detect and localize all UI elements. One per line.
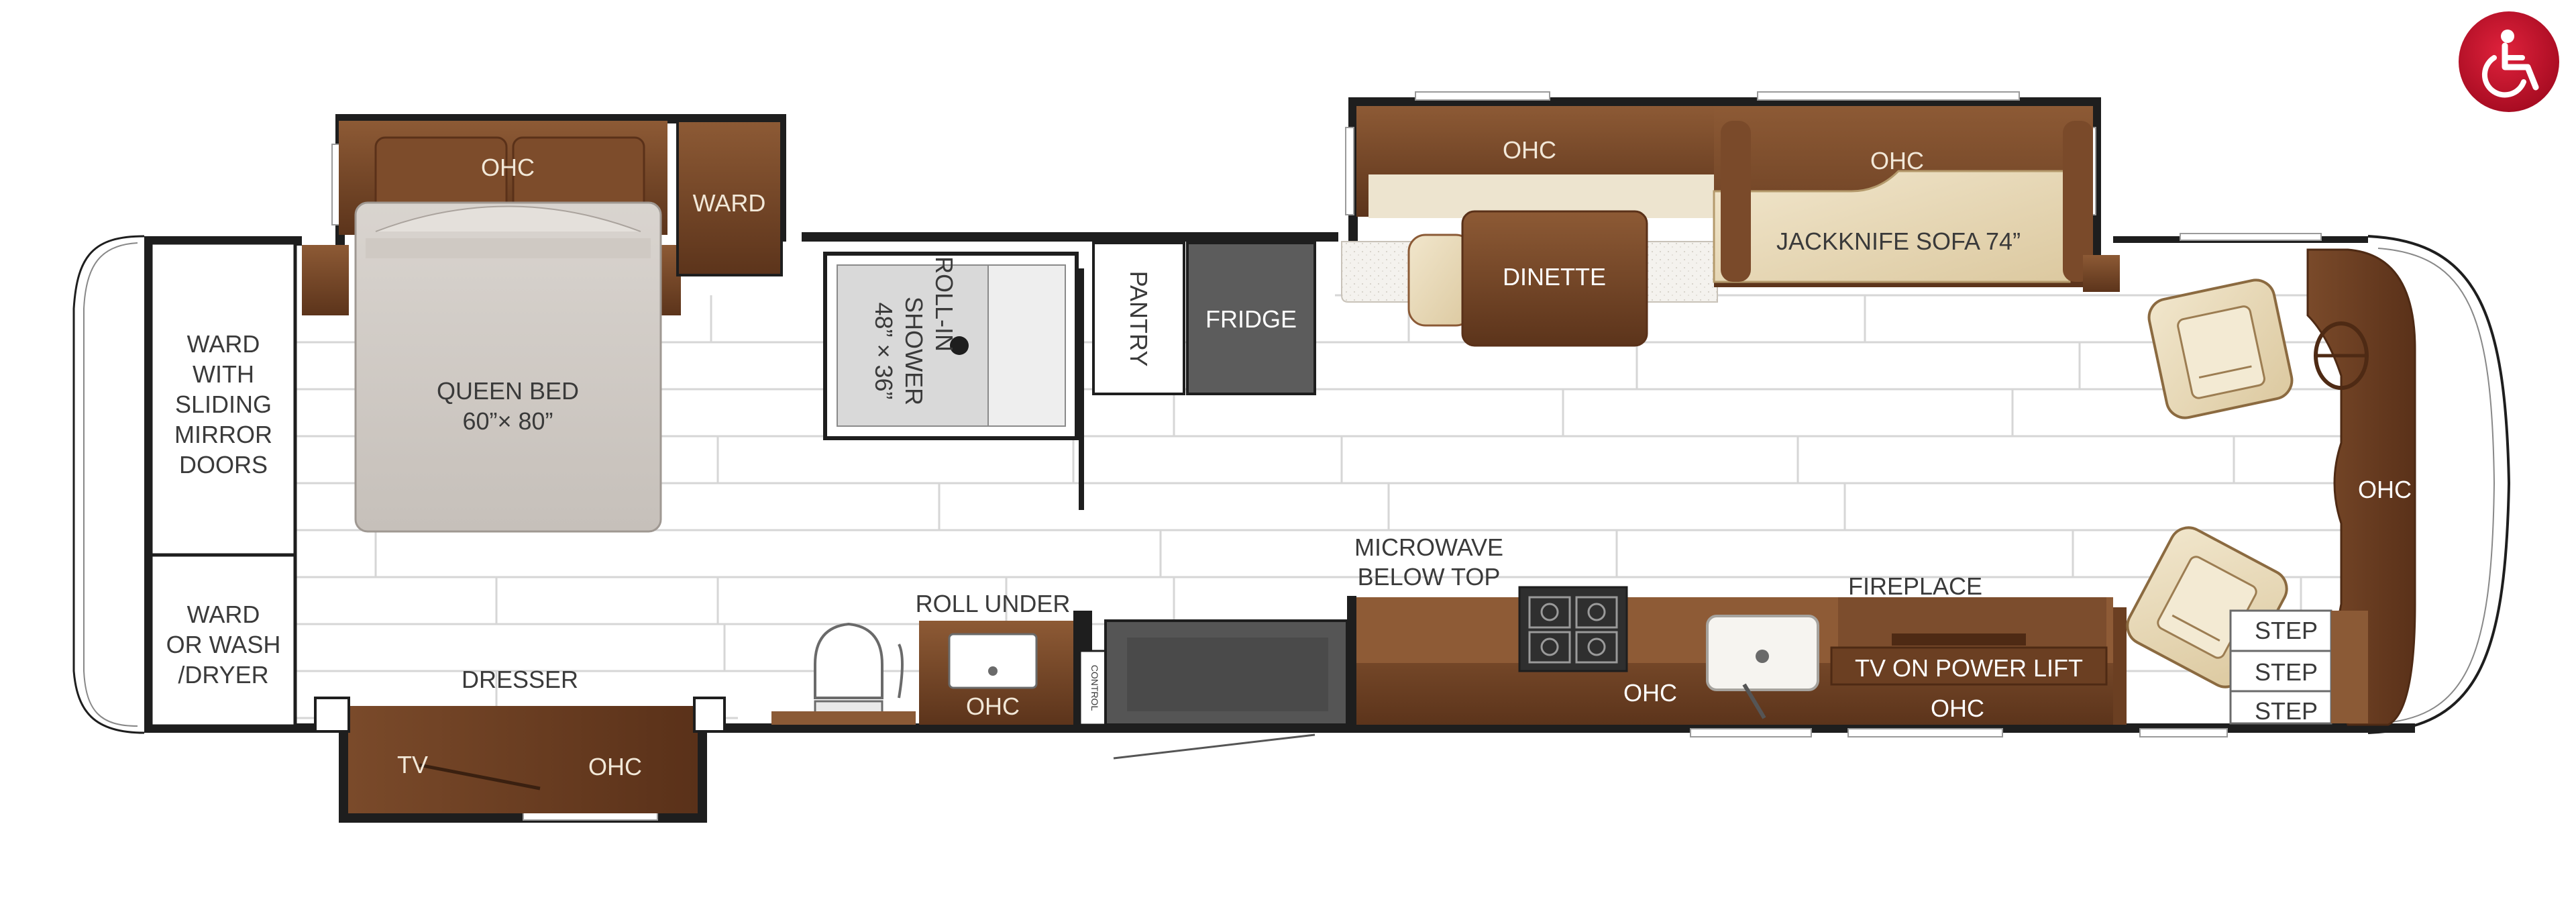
ward-or-wash-dryer: WARD OR WASH /DRYER (149, 553, 297, 728)
dinette-label: DINETTE (1503, 263, 1606, 291)
control-label: CONTROL (1089, 665, 1100, 711)
fireplace-label: FIREPLACE (1848, 572, 1982, 600)
front-cap (2367, 235, 2511, 734)
ohc-slide-left-label: OHC (1503, 136, 1556, 164)
ward-wash-line3: /DRYER (178, 661, 268, 688)
entry-steps: STEP STEP STEP (2229, 609, 2368, 725)
shower-line2: SHOWER (900, 297, 928, 405)
tv-line (419, 763, 541, 790)
wheelchair-icon (2459, 11, 2559, 112)
ohc-sink-label: OHC (966, 693, 1020, 720)
queen-bed-line1: QUEEN BED (437, 377, 579, 405)
dresser-slideout: TV OHC (314, 697, 726, 813)
pantry: PANTRY (1092, 242, 1185, 395)
bath-counter-base (771, 711, 916, 725)
tv-power-lift: TV ON POWER LIFT (1830, 646, 2108, 686)
control-panel: CONTROL (1079, 650, 1108, 726)
ward-sliding-line1: WARD (187, 330, 260, 358)
rear-cap (72, 235, 145, 734)
rear-cap-inner (83, 242, 138, 727)
storage-cabinet (1104, 619, 1348, 726)
sofa-end-table (2083, 255, 2120, 292)
fridge: FRIDGE (1186, 242, 1316, 395)
dinette-slideout: OHC (1356, 106, 1719, 218)
toilet (814, 622, 904, 723)
shower-line1: ROLL-IN (930, 256, 958, 352)
ward-closet: WARD (676, 119, 783, 276)
bath-door (1079, 268, 1084, 510)
roll-under-label: ROLL UNDER (916, 590, 1071, 617)
roll-in-shower: ROLL-IN SHOWER 48” × 36” (823, 252, 1079, 440)
step-1-label: STEP (2255, 617, 2318, 644)
front-windshield (2377, 248, 2496, 724)
ohc-kitchen-label: OHC (1623, 679, 1677, 707)
sofa-label: JACKKNIFE SOFA 74” (1776, 227, 2021, 255)
shower-line3: 48” × 36” (870, 302, 898, 399)
queen-bed: QUEEN BED 60”× 80” (354, 201, 662, 533)
bedroom-ohc-label: OHC (481, 154, 535, 181)
ohc-tv-label: OHC (1931, 695, 1984, 722)
ward-sliding-line5: DOORS (179, 451, 268, 478)
ward-sliding-line2: WITH (193, 360, 254, 388)
ward-top-label: WARD (693, 189, 766, 217)
ward-wash-line1: WARD (187, 601, 260, 628)
microwave-line1: MICROWAVE (1354, 533, 1503, 561)
roll-under-sink: OHC (919, 621, 1073, 725)
ohc-front-label: OHC (2358, 476, 2412, 503)
dinette: DINETTE (1407, 210, 1648, 347)
tv-bottom-label: TV (397, 751, 428, 778)
ohc-slide-right-label: OHC (1870, 147, 1924, 174)
kitchen-sink (1706, 615, 1819, 719)
pantry-label: PANTRY (1125, 271, 1152, 367)
passenger-recliner-top (2147, 278, 2294, 419)
ward-sliding-mirror-doors: WARD WITH SLIDING MIRROR DOORS (149, 241, 297, 557)
ward-sliding-line3: SLIDING (175, 391, 272, 418)
tv-lift-label: TV ON POWER LIFT (1855, 654, 2083, 682)
ward-sliding-line4: MIRROR (174, 421, 272, 448)
entry-door-swing (1113, 733, 1316, 760)
microwave-line2: BELOW TOP (1358, 563, 1501, 591)
ohc-bottom-label: OHC (588, 753, 642, 780)
dresser-label: DRESSER (462, 666, 578, 693)
step-2-label: STEP (2255, 658, 2318, 686)
ward-wash-line2: OR WASH (166, 631, 281, 658)
fridge-label: FRIDGE (1205, 305, 1297, 333)
step-3-label: STEP (2255, 697, 2318, 725)
jackknife-sofa: OHC JACKKNIFE SOFA 74” (1713, 106, 2093, 287)
cooktop (1518, 586, 1628, 672)
kitchen-wall (1347, 596, 1356, 725)
queen-bed-line2: 60”× 80” (462, 407, 553, 435)
